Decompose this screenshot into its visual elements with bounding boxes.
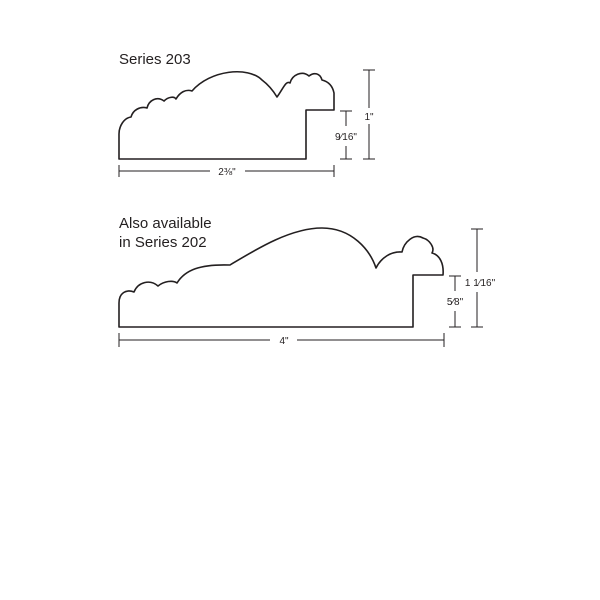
series-202-width-label: 4"	[279, 336, 289, 347]
series-202-rabbet-label: 5⁄8"	[447, 297, 464, 308]
series-202-profile-outline	[118, 227, 444, 328]
series-202-title: Also available in Series 202	[119, 214, 212, 252]
series-202-title-line1: Also available	[119, 215, 212, 232]
series-203-profile-outline	[118, 70, 335, 160]
series-202-title-line2: in Series 202	[119, 234, 207, 251]
series-203-rabbet-label: 9⁄16"	[335, 132, 357, 143]
series-203-width-label: 2⅜"	[218, 167, 236, 178]
series-202-height-label: 1 1⁄16"	[465, 278, 496, 289]
series-203-title: Series 203	[119, 51, 191, 68]
series-203-height-label: 1"	[364, 112, 374, 123]
